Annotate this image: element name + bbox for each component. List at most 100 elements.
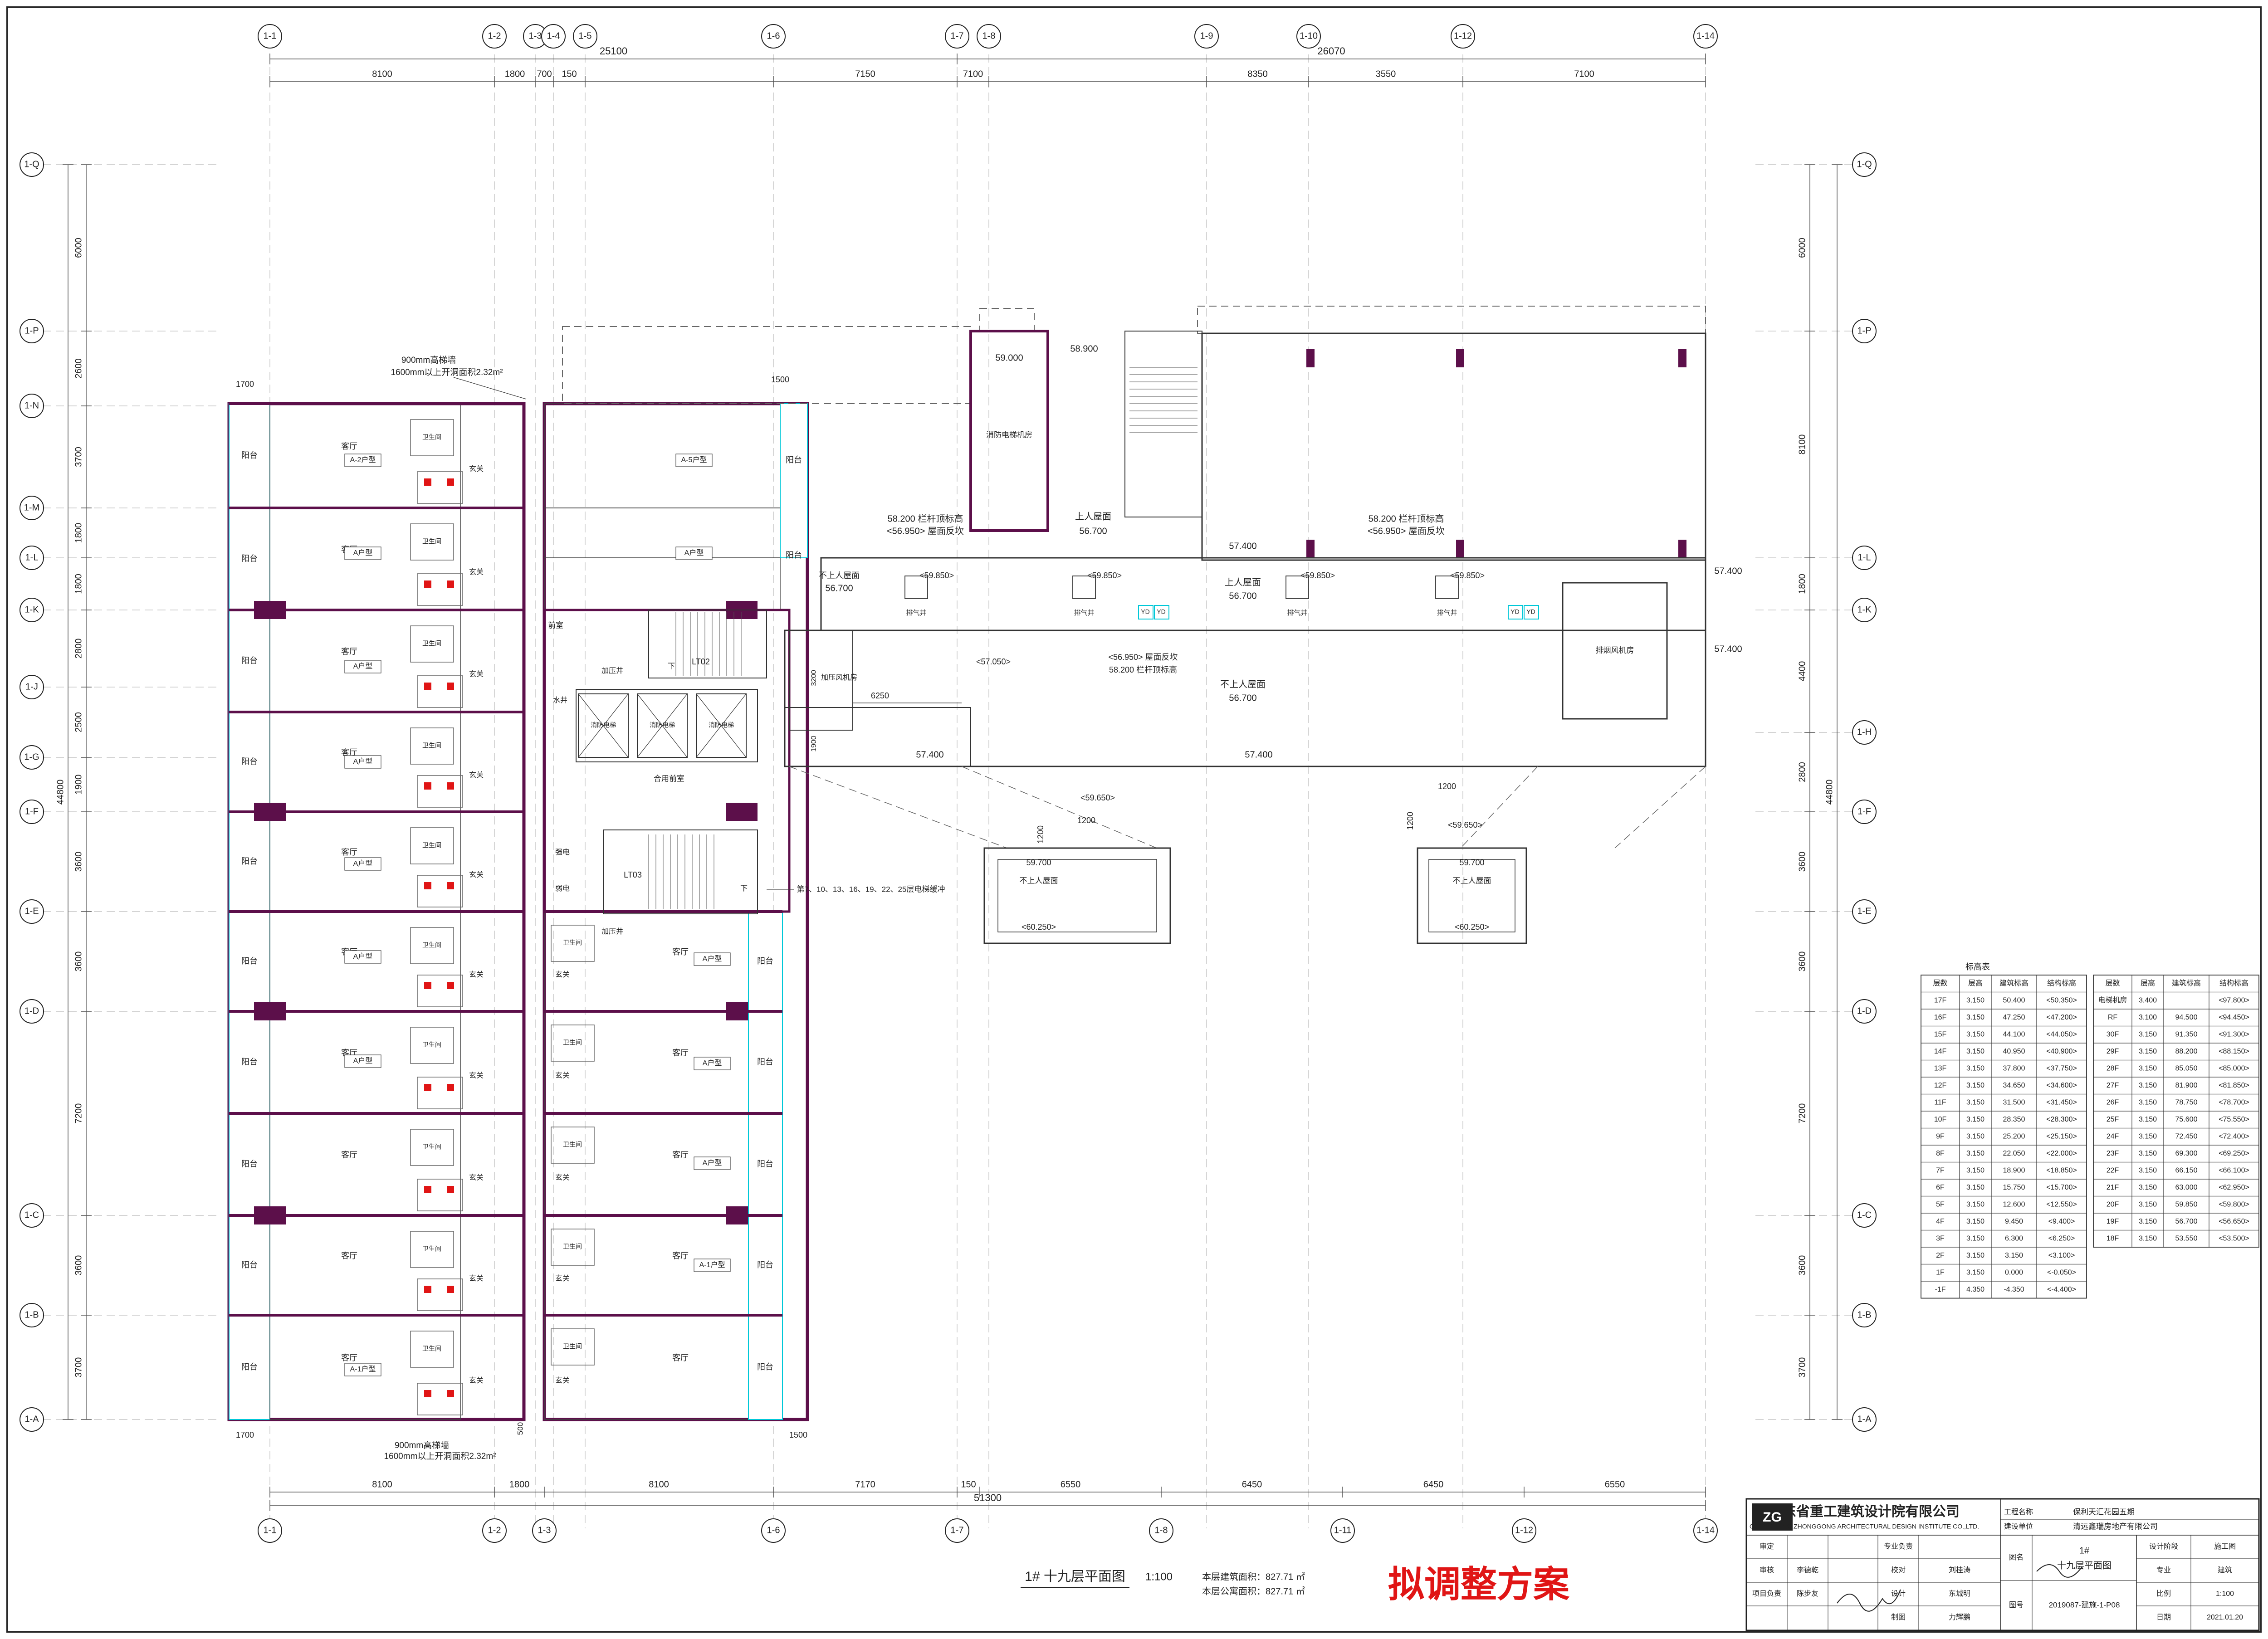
person-name: 东城明 xyxy=(1949,1590,1970,1598)
unit-type-box xyxy=(694,1259,731,1272)
axis-bubble xyxy=(945,24,969,49)
dimension-text: 7170 xyxy=(855,1479,875,1489)
elevation-text: 59.000 xyxy=(995,353,1023,363)
table-cell: 14F xyxy=(1934,1048,1947,1055)
table-cell: 3.150 xyxy=(1966,1098,1984,1106)
table-header: 结构标高 xyxy=(2047,979,2076,987)
axis-bubble-label: 1-A xyxy=(24,1414,39,1424)
structural-column xyxy=(254,1206,286,1224)
roof-stair xyxy=(1124,331,1202,517)
balcony-label: 阳台 xyxy=(757,1159,773,1168)
elevation-text: 56.700 xyxy=(1229,591,1256,601)
table-cell: 40.950 xyxy=(2003,1048,2025,1055)
wall-note: 1600mm以上开洞面积2.32m² xyxy=(391,367,503,377)
roof-column xyxy=(1306,540,1315,558)
unit-type-label: A-2户型 xyxy=(350,456,376,464)
dimension-text: 1900 xyxy=(73,775,83,795)
stair-label: LT03 xyxy=(624,870,642,879)
dimension-text: 1900 xyxy=(810,736,818,752)
stove-mark xyxy=(424,1286,431,1293)
bathroom-fixture xyxy=(410,827,454,864)
bath-label: 卫生间 xyxy=(563,1039,582,1046)
kitchen-counter xyxy=(417,573,463,606)
table-cell: 16F xyxy=(1934,1014,1947,1021)
axis-bubble xyxy=(1194,24,1219,49)
dimension-text: 6550 xyxy=(1061,1479,1081,1489)
dimension-text: 7100 xyxy=(1574,69,1594,79)
roof-band xyxy=(820,557,1706,631)
bathroom-fixture xyxy=(551,1328,595,1366)
elevation-text: <59.650> xyxy=(1448,820,1482,829)
stove-mark xyxy=(424,982,431,989)
table-cell: 13F xyxy=(1934,1064,1947,1072)
axis-bubble-label: 1-K xyxy=(1857,605,1872,615)
axis-bubble-label: 1-N xyxy=(24,400,39,410)
dimension-text: 1800 xyxy=(1797,574,1807,594)
project-name: 保利天汇花园五期 xyxy=(2073,1507,2135,1516)
table-cell: 15.750 xyxy=(2003,1184,2025,1191)
dimension-text: 6450 xyxy=(1423,1479,1444,1489)
block-label: 比例 xyxy=(2156,1590,2171,1598)
elevation-text: <57.050> xyxy=(976,657,1011,666)
bathroom-fixture xyxy=(551,1229,595,1266)
unit-type-label: A户型 xyxy=(684,549,704,557)
axis-bubble-label: 1-4 xyxy=(547,31,560,41)
table-cell: <18.850> xyxy=(2046,1166,2077,1174)
dimension-text: 8100 xyxy=(372,1479,392,1489)
yd-label: YD xyxy=(1526,608,1535,615)
axis-bubble-label: 1-Q xyxy=(1857,159,1872,169)
unit-type-box xyxy=(344,546,381,560)
elevator-bank xyxy=(576,689,758,762)
axis-bubble xyxy=(20,152,44,177)
entry-label: 玄关 xyxy=(469,1174,484,1182)
axis-bubble-label: 1-6 xyxy=(767,1525,780,1535)
unit-type-label: A户型 xyxy=(353,952,373,961)
role-label: 专业负责 xyxy=(1884,1542,1913,1551)
structural-column xyxy=(254,1002,286,1020)
axis-bubble xyxy=(20,675,44,699)
structural-column xyxy=(254,803,286,821)
axis-bubble-label: 1-1 xyxy=(264,31,277,41)
table-cell: <69.250> xyxy=(2219,1150,2249,1157)
block-label: 建设单位 xyxy=(2004,1522,2033,1531)
table-cell: <97.800> xyxy=(2219,996,2249,1004)
table-cell: 3.150 xyxy=(1966,996,1984,1004)
machine-room-label: 消防电梯机房 xyxy=(986,430,1032,439)
table-cell: 3.150 xyxy=(2139,1234,2157,1242)
table-cell: 18F xyxy=(2107,1234,2119,1242)
table-cell: 0.000 xyxy=(2005,1268,2023,1276)
axis-bubble xyxy=(1852,1407,1877,1432)
stove-mark xyxy=(447,683,454,690)
balcony-area xyxy=(229,507,270,610)
bath-label: 卫生间 xyxy=(422,842,441,849)
drawing-name: 1# xyxy=(2079,1546,2090,1556)
elevation-text: <59.850> xyxy=(1300,571,1335,580)
balcony-area xyxy=(780,403,808,558)
bathroom-fixture xyxy=(410,1129,454,1166)
elevator-shaft xyxy=(637,693,688,758)
table-cell: <3.100> xyxy=(2048,1252,2075,1259)
table-cell: 63.000 xyxy=(2175,1184,2198,1191)
axis-bubble xyxy=(482,1518,507,1543)
yd-label: YD xyxy=(1141,608,1149,615)
room-label: 客厅 xyxy=(672,947,689,956)
axis-bubble xyxy=(1852,720,1877,745)
axis-bubble xyxy=(1852,152,1877,177)
company-logo-mark: ZG xyxy=(1763,1510,1782,1525)
company-name: 广东省重工建筑设计院有限公司 xyxy=(1769,1504,1960,1519)
axis-bubble xyxy=(1693,24,1718,49)
table-cell: <59.800> xyxy=(2219,1200,2249,1208)
axis-bubble-label: 1-B xyxy=(1857,1310,1871,1320)
kitchen-counter xyxy=(417,471,463,504)
unit-type-box xyxy=(694,1057,731,1070)
exhaust-shaft xyxy=(1072,576,1096,599)
table-cell: 3.150 xyxy=(2005,1252,2023,1259)
table-cell: <47.200> xyxy=(2046,1014,2077,1021)
table-cell: 3.150 xyxy=(2139,1184,2157,1191)
dimension-text: 2600 xyxy=(73,358,83,379)
core-outline xyxy=(543,609,791,913)
role-label: 审核 xyxy=(1760,1566,1774,1574)
